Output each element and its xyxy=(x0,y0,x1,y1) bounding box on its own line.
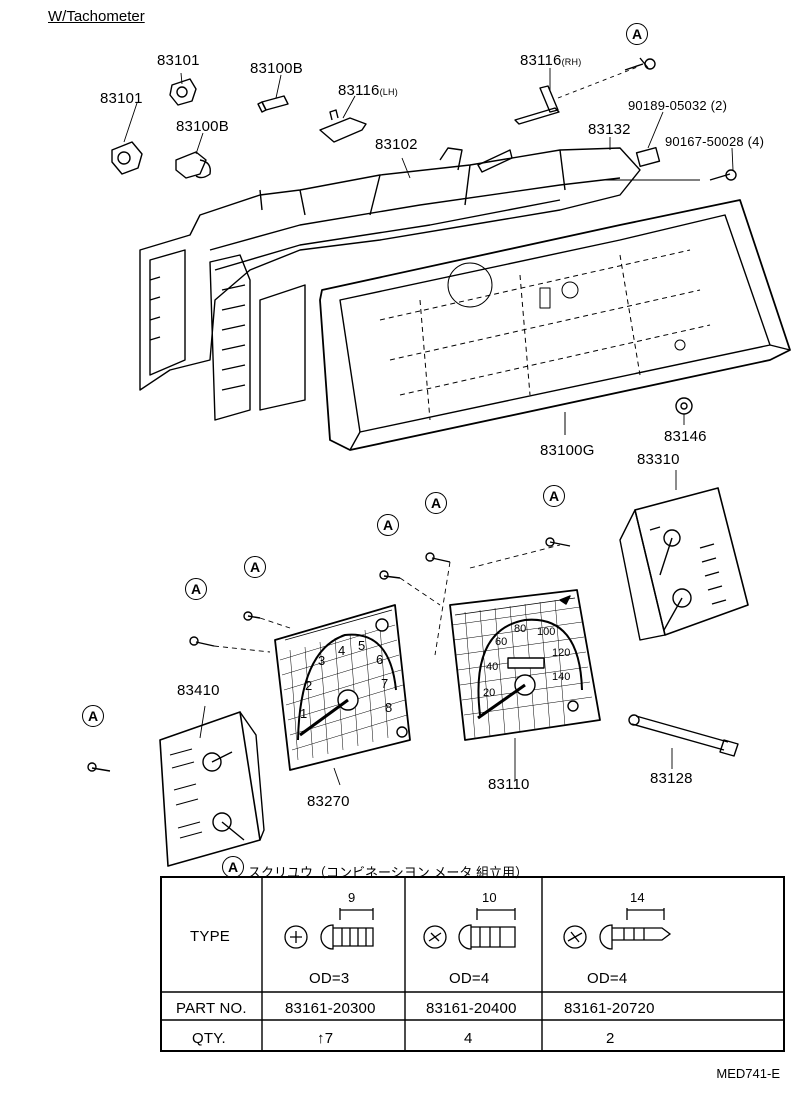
tach-number: 7 xyxy=(381,676,388,691)
speedometer-scale-numbers: 20 40 60 80 100 120 140 xyxy=(483,623,570,699)
label-83102: 83102 xyxy=(375,136,418,153)
part-no-col-1: 83161-20300 xyxy=(285,1000,376,1017)
row-label-type: TYPE xyxy=(190,928,230,945)
tach-number: 4 xyxy=(338,643,345,658)
bulb-83100B-a xyxy=(257,95,289,113)
dim-14: 14 xyxy=(630,890,645,905)
screw-marker-a: A xyxy=(543,485,565,507)
grommet-83146 xyxy=(675,397,693,415)
bulb-socket-83101b xyxy=(111,141,143,175)
screw-spec-table: TYPE PART NO. QTY. 9 10 14 OD=3 OD=4 OD=… xyxy=(160,876,785,1052)
screw-a3 xyxy=(379,570,401,580)
housing-frame-83102 xyxy=(139,147,641,421)
od-col-1: OD=3 xyxy=(309,970,350,987)
row-label-part-no: PART NO. xyxy=(176,1000,247,1017)
label-83101-a: 83101 xyxy=(157,52,200,69)
bracket-83116-rh xyxy=(514,85,560,125)
speedometer-83110 xyxy=(449,589,601,741)
screw-top xyxy=(624,57,656,71)
dim-9: 9 xyxy=(348,890,356,905)
qty-col-3: 2 xyxy=(606,1030,615,1047)
screw-marker-a: A xyxy=(425,492,447,514)
speedo-number: 100 xyxy=(537,626,555,638)
dim-line-1 xyxy=(339,908,374,920)
label-83101-b: 83101 xyxy=(100,90,143,107)
tach-number: 1 xyxy=(300,706,307,721)
screw-a4 xyxy=(425,552,451,563)
label-83146: 83146 xyxy=(664,428,707,445)
dim-line-3 xyxy=(626,908,665,920)
screw-marker-a: A xyxy=(185,578,207,600)
screw-table-grid xyxy=(162,878,783,1050)
screw-marker-a: A xyxy=(377,514,399,536)
label-83110: 83110 xyxy=(488,776,530,793)
bracket-83116-lh xyxy=(319,109,367,143)
screw-90167 xyxy=(709,169,737,181)
screw-a2 xyxy=(243,611,261,621)
screw-marker-a: A xyxy=(82,705,104,727)
part-no-col-3: 83161-20720 xyxy=(564,1000,655,1017)
qty-col-2: 4 xyxy=(464,1030,473,1047)
label-83116-lh: 83116(LH) xyxy=(338,82,398,99)
tach-number: 6 xyxy=(376,652,383,667)
label-83100B-a: 83100B xyxy=(250,60,303,77)
screw-marker-a: A xyxy=(244,556,266,578)
dim-10: 10 xyxy=(482,890,497,905)
label-90189: 90189-05032 (2) xyxy=(628,98,728,113)
label-83132: 83132 xyxy=(588,121,631,138)
tach-number: 5 xyxy=(358,638,365,653)
diagram-title: W/Tachometer xyxy=(48,8,145,25)
row-label-qty: QTY. xyxy=(192,1030,226,1047)
screw-marker-a: A xyxy=(626,23,648,45)
label-83116-rh: 83116(RH) xyxy=(520,52,582,69)
screw-head-icon-1 xyxy=(284,925,308,949)
speedo-number: 20 xyxy=(483,687,495,699)
gauge-83410 xyxy=(159,711,265,867)
clip-90189 xyxy=(635,146,661,168)
screw-head-icon-3 xyxy=(563,925,587,949)
part-no-col-2: 83161-20400 xyxy=(426,1000,517,1017)
gauge-83310 xyxy=(619,487,749,641)
screw-a1 xyxy=(189,636,215,647)
screw-side-icon-2 xyxy=(458,924,516,950)
drawing-code: MED741-E xyxy=(716,1066,780,1081)
speedo-number: 140 xyxy=(552,671,570,683)
od-col-2: OD=4 xyxy=(449,970,490,987)
screw-side-icon-1 xyxy=(320,924,374,950)
speedo-number: 60 xyxy=(495,636,507,648)
screw-side-icon-3 xyxy=(599,924,672,950)
bulb-socket-83101a xyxy=(169,78,197,106)
label-83310: 83310 xyxy=(637,451,680,468)
cable-83128 xyxy=(628,714,739,757)
od-col-3: OD=4 xyxy=(587,970,628,987)
qty-col-1: ↑7 xyxy=(317,1030,334,1047)
screw-marker-a: A xyxy=(222,856,244,878)
tach-number: 3 xyxy=(318,653,325,668)
lens-panel-83100G xyxy=(319,199,791,451)
screw-a5 xyxy=(545,537,571,547)
label-83270: 83270 xyxy=(307,793,350,810)
bulb-83100B-b xyxy=(175,151,211,179)
label-83410: 83410 xyxy=(177,682,220,699)
tachometer-83270 xyxy=(274,604,411,771)
label-83100G: 83100G xyxy=(540,442,595,459)
label-83128: 83128 xyxy=(650,770,693,787)
screw-head-icon-2 xyxy=(423,925,447,949)
tach-number: 8 xyxy=(385,700,392,715)
label-83100B-b: 83100B xyxy=(176,118,229,135)
screw-a6 xyxy=(87,762,111,772)
dim-line-2 xyxy=(476,908,516,920)
tach-number: 2 xyxy=(305,678,312,693)
speedo-number: 120 xyxy=(552,647,570,659)
speedo-number: 80 xyxy=(514,623,526,635)
speedo-number: 40 xyxy=(486,661,498,673)
label-90167: 90167-50028 (4) xyxy=(665,134,765,149)
screw-icons xyxy=(284,908,672,950)
